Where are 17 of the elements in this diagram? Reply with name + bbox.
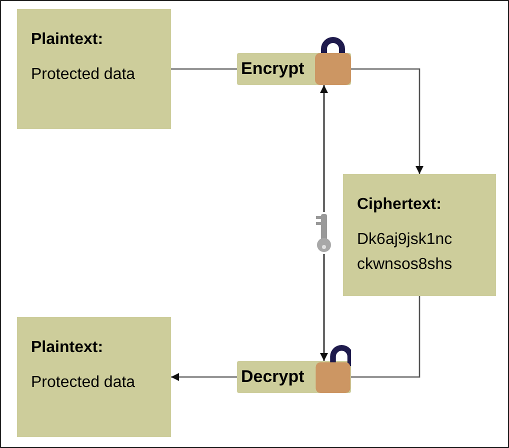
card-heading: Plaintext: xyxy=(31,31,104,49)
arrow xyxy=(351,68,424,174)
arrow xyxy=(171,373,237,381)
card-heading: Plaintext: xyxy=(31,339,104,357)
card-heading: Ciphertext: xyxy=(357,196,442,214)
arrow xyxy=(320,85,328,212)
card-text: Protected data xyxy=(31,65,136,85)
process-label: Decrypt xyxy=(241,367,304,387)
arrow xyxy=(320,254,328,361)
connector-line xyxy=(351,296,420,378)
card-text: Dk6aj9jsk1nc ckwnsos8shs xyxy=(357,230,454,275)
text-card xyxy=(17,317,171,437)
text-card xyxy=(343,174,496,296)
card-text: Protected data xyxy=(31,373,136,393)
connector-line xyxy=(171,68,237,70)
process-label: Encrypt xyxy=(241,59,304,79)
text-card xyxy=(17,9,171,129)
